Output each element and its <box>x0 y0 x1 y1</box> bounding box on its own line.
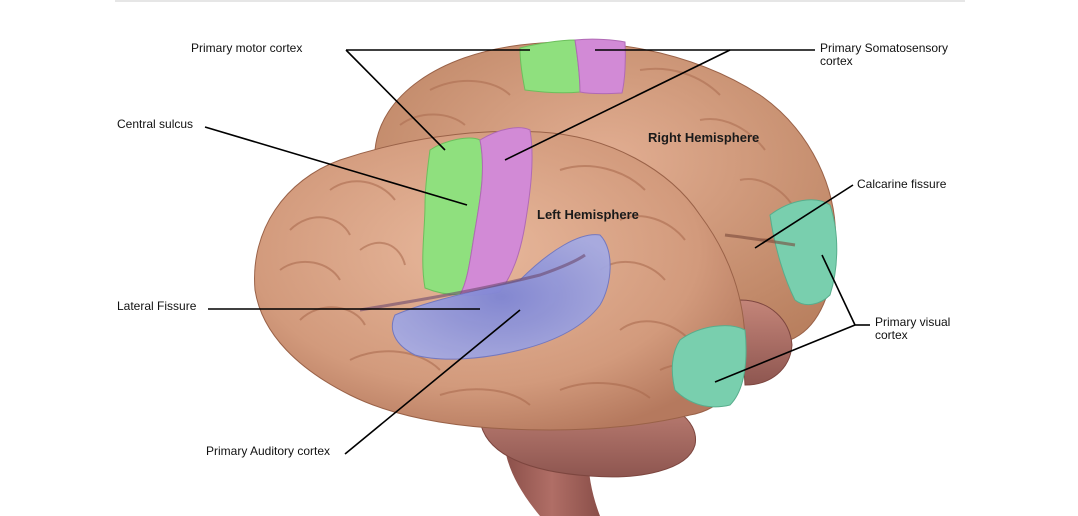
label-primary-somatosensory-line2: cortex <box>820 54 853 68</box>
leader-lines <box>204 49 870 455</box>
label-primary-visual-cortex: Primary visual cortex <box>875 316 950 342</box>
label-calcarine-fissure: Calcarine fissure <box>857 177 947 191</box>
label-lateral-fissure: Lateral Fissure <box>117 299 197 313</box>
leader-visual-c <box>714 324 856 383</box>
label-right-hemisphere: Right Hemisphere <box>648 130 760 145</box>
label-primary-somatosensory-cortex: Primary Somatosensory cortex <box>820 42 948 68</box>
right-visual-cortex-region <box>769 199 838 306</box>
calcarine-fissure-groove <box>724 233 796 247</box>
cerebellum-right <box>739 299 793 386</box>
leader-visual-b <box>821 254 856 326</box>
left-visual-cortex-region <box>671 325 747 408</box>
top-divider <box>115 0 965 2</box>
leader-auditory <box>344 309 521 455</box>
leader-central-sulcus <box>204 126 468 206</box>
leader-calcarine <box>754 184 854 249</box>
right-somatosensory-strip <box>574 38 626 95</box>
label-primary-auditory-cortex: Primary Auditory cortex <box>206 444 331 458</box>
label-primary-somatosensory-line1: Primary Somatosensory <box>820 41 949 55</box>
label-central-sulcus: Central sulcus <box>117 117 194 131</box>
lateral-fissure-groove <box>359 253 586 312</box>
leader-somato-b <box>504 49 731 161</box>
label-primary-visual-line1: Primary visual <box>875 315 951 329</box>
label-left-hemisphere: Left Hemisphere <box>537 207 639 222</box>
leader-motor-b <box>345 49 446 151</box>
right-motor-strip <box>519 39 581 94</box>
label-primary-motor-cortex: Primary motor cortex <box>191 41 303 55</box>
label-primary-visual-line2: cortex <box>875 328 908 342</box>
